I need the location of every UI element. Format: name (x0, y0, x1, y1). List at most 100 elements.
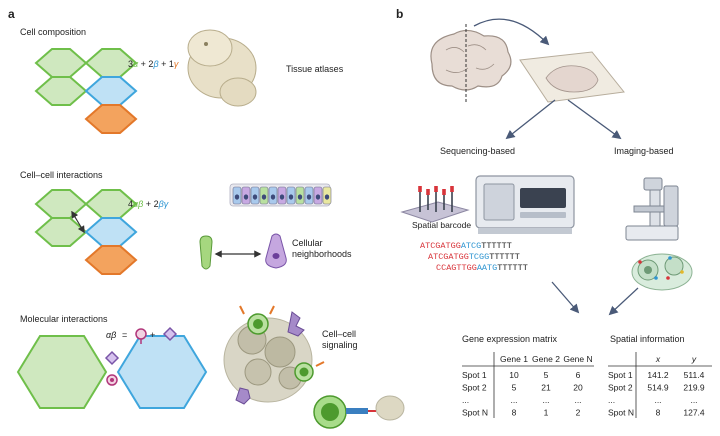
table-row: Spot 1 10 5 6 (462, 370, 581, 380)
interaction-formula: 4αβ + 2βγ (128, 199, 169, 209)
cell-nucleus (270, 194, 276, 200)
receptor-icon (162, 326, 178, 342)
table-column-header: y (691, 354, 697, 364)
cell-nucleus (315, 194, 321, 200)
cell-cell-heading: Cell–cell interactions (20, 170, 103, 180)
cell-nucleus (252, 194, 258, 200)
molecular-hexagons (16, 335, 208, 409)
table-row: Spot N 8 127.4 (608, 408, 705, 418)
sequence-line-3: CCAGTTGGAATGTTTTTT (436, 263, 528, 273)
brain-illustration (430, 24, 512, 104)
table-cell: ... (574, 395, 581, 405)
table-row: ......... (608, 395, 698, 405)
table-row-label: Spot 1 (608, 370, 633, 380)
spatial-barcode-label: Spatial barcode (412, 220, 471, 230)
molecular-formula-eq: = (122, 330, 127, 340)
imaging-based-label: Imaging-based (614, 146, 674, 156)
cell-nucleus (306, 194, 312, 200)
molecular-formula-lhs: αβ (106, 330, 116, 340)
gene-matrix-title: Gene expression matrix (462, 334, 558, 344)
tumor-signaling-illustration (223, 305, 325, 405)
cell-nucleus (288, 194, 294, 200)
table-cell: 219.9 (683, 383, 705, 393)
cell-composition-heading: Cell composition (20, 27, 86, 37)
table-row-label: Spot 1 (462, 370, 487, 380)
tissue-atlases-caption: Tissue atlases (286, 64, 344, 74)
hexagon-cluster-interactions (34, 189, 138, 275)
cell-nucleus (279, 194, 285, 200)
table-cell: 2 (576, 408, 581, 418)
table-row-label: Spot 2 (608, 383, 633, 393)
spatial-info-title: Spatial information (610, 334, 685, 344)
t-cell-illustration (313, 395, 405, 429)
table-cell: 8 (656, 408, 661, 418)
cell-nucleus (243, 194, 249, 200)
table-row-label: Spot N (462, 408, 488, 418)
fluorescent-cells-illustration (631, 253, 693, 291)
table-row: ............ (462, 395, 582, 405)
sequence-lines: ATCGATGGATCGTTTTTT ATCGATGGTCGGTTTTTT CC… (420, 241, 528, 273)
signaling-caption-2: signaling (322, 340, 358, 350)
table-cell: ... (542, 395, 549, 405)
cell-nucleus (297, 194, 303, 200)
table-row-label: Spot 2 (462, 383, 487, 393)
table-cell: 141.2 (647, 370, 669, 380)
table-cell: 511.4 (684, 370, 705, 380)
table-cell: 20 (573, 383, 583, 393)
table-row-label: ... (608, 395, 615, 405)
barcode-probe-tip (450, 186, 454, 192)
brain-slice-illustration (519, 51, 625, 103)
neighborhoods-caption-2: neighborhoods (292, 249, 352, 259)
brain-to-slice-arrow (473, 18, 550, 46)
table-cell: 8 (512, 408, 517, 418)
table-row: Spot 2 5 21 20 (462, 383, 583, 393)
embryo-illustration (187, 29, 257, 107)
sequence-line-2: ATCGATGGTCGGTTTTTT (428, 252, 520, 262)
table-cell: 127.4 (683, 408, 705, 418)
table-cell: ... (510, 395, 517, 405)
table-column-header: Gene N (563, 354, 592, 364)
sequence-line-1: ATCGATGGATCGTTTTTT (420, 241, 512, 251)
sequencing-based-label: Sequencing-based (440, 146, 515, 156)
table-cell: 5 (512, 383, 517, 393)
panel-a-label: a (8, 7, 15, 21)
molecular-formula-plus: + (150, 330, 155, 340)
cell-nucleus (261, 194, 267, 200)
table-cell: 21 (541, 383, 551, 393)
barcode-slide-illustration (400, 186, 470, 223)
table-cell: 6 (576, 370, 581, 380)
barcode-probe-tip (418, 186, 422, 192)
arrow-to-imaging (567, 99, 622, 140)
ligand-icon (135, 328, 147, 344)
table-cell: 5 (544, 370, 549, 380)
arrow-img-to-tables (608, 287, 639, 316)
table-column-header: Gene 2 (532, 354, 560, 364)
cell-nucleus (234, 194, 240, 200)
table-cell: ... (690, 395, 697, 405)
epithelium-illustration (229, 183, 332, 207)
panel-b-label: b (396, 7, 403, 21)
table-cell: 10 (509, 370, 519, 380)
barcode-probe-tip (426, 189, 430, 195)
microscope-illustration (625, 177, 679, 241)
barcode-probe-tip (442, 189, 446, 195)
table-column-header: x (655, 354, 661, 364)
table-cell: 1 (544, 408, 549, 418)
arrow-to-sequencing (505, 99, 556, 140)
table-row: Spot N 8 1 2 (462, 408, 581, 418)
sequencer-illustration (475, 175, 575, 234)
barcode-probe-tip (434, 186, 438, 192)
hexagon-cluster-composition (34, 48, 138, 134)
molecular-heading: Molecular interactions (20, 314, 108, 324)
table-row-label: ... (462, 395, 469, 405)
green-cell-icon (199, 235, 213, 270)
table-column-header: Gene 1 (500, 354, 528, 364)
cell-nucleus (324, 194, 330, 200)
composition-formula: 3α + 2β + 1γ (128, 59, 179, 69)
table-row-label: Spot N (608, 408, 634, 418)
neighborhoods-caption-1: Cellular (292, 238, 323, 248)
